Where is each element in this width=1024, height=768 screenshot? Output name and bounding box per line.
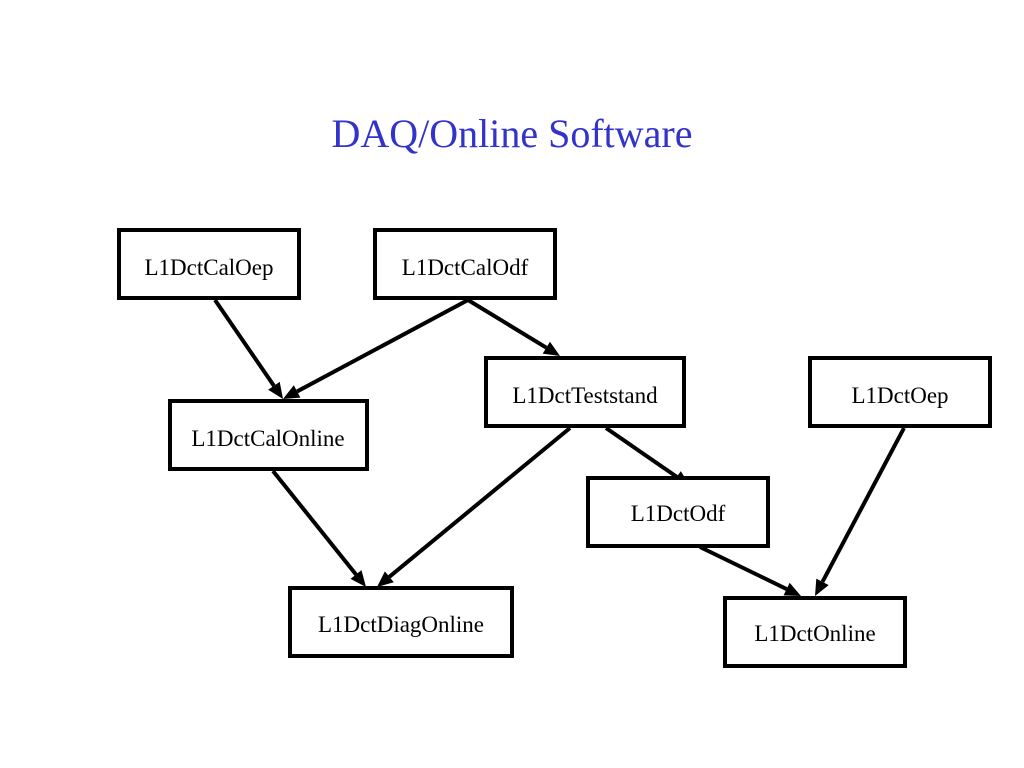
edge-l1dctcalodf-to-l1dctcalonline — [283, 298, 469, 399]
arrowhead — [268, 381, 283, 399]
edge-line — [271, 469, 358, 576]
edges-layer — [213, 298, 906, 596]
arrowhead — [283, 385, 301, 399]
node-l1dctoep: L1DctOep — [808, 356, 992, 428]
edge-line — [388, 426, 572, 579]
node-label: L1DctDiagOnline — [318, 612, 484, 637]
arrowhead — [783, 582, 801, 596]
edge-l1dctcalonline-to-l1dctdiagonline — [271, 469, 366, 587]
node-box — [168, 399, 369, 471]
node-label: L1DctCalOep — [144, 255, 273, 280]
node-l1dctcalonline: L1DctCalOnline — [168, 399, 369, 471]
node-box — [288, 586, 514, 658]
edge-l1dctteststand-to-l1dctdiagonline — [377, 426, 572, 587]
arrowhead — [377, 571, 394, 587]
arrowhead — [542, 341, 560, 356]
node-label: L1DctCalOnline — [191, 426, 344, 451]
node-box — [373, 228, 557, 300]
edge-line — [699, 545, 788, 591]
node-label: L1DctCalOdf — [402, 255, 529, 280]
edge-line — [466, 298, 548, 350]
node-label: L1DctOdf — [631, 501, 726, 526]
node-l1dctdiagonline: L1DctDiagOnline — [288, 586, 514, 658]
edge-l1dctcalodf-to-l1dctteststand — [466, 298, 560, 356]
node-l1dctcalodf: L1DctCalOdf — [373, 228, 557, 300]
edge-l1dctcaloep-to-l1dctcalonline — [213, 298, 283, 399]
node-l1dctcaloep: L1DctCalOep — [117, 228, 301, 300]
node-label: L1DctOep — [851, 383, 948, 408]
arrowhead — [815, 578, 829, 596]
edge-l1dctodf-to-l1dctonline — [699, 545, 801, 596]
node-box — [484, 356, 686, 428]
arrowhead — [350, 570, 366, 587]
edge-line — [820, 427, 906, 583]
edge-l1dctoep-to-l1dctonline — [815, 427, 906, 596]
node-box — [117, 228, 301, 300]
page-title: DAQ/Online Software — [331, 111, 693, 156]
edge-line — [213, 298, 276, 387]
node-l1dctteststand: L1DctTeststand — [484, 356, 686, 428]
node-box — [808, 356, 992, 428]
node-box — [586, 476, 770, 548]
node-l1dctodf: L1DctOdf — [586, 476, 770, 548]
node-l1dctonline: L1DctOnline — [723, 596, 907, 668]
node-box — [723, 596, 907, 668]
node-label: L1DctOnline — [754, 621, 875, 646]
node-label: L1DctTeststand — [512, 383, 658, 408]
edge-line — [296, 298, 469, 394]
edge-line — [604, 426, 678, 479]
